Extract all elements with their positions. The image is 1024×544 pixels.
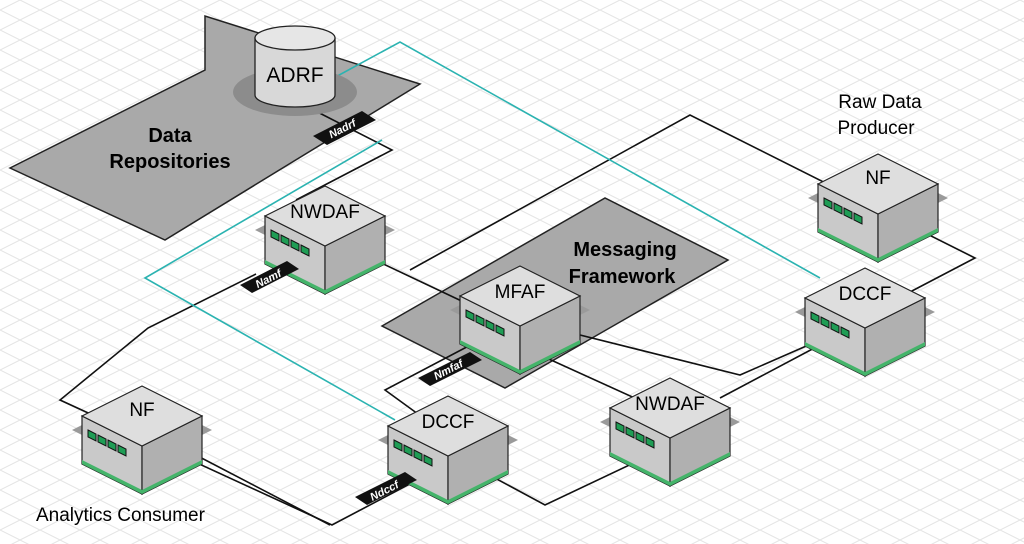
dccf-bottom-node[interactable]: DCCF <box>377 395 519 505</box>
link-nwdaf-bottom-dccf-right <box>719 344 821 399</box>
adrf-label: ADRF <box>266 64 323 87</box>
link-nwdaf-dccf-bottom <box>58 273 441 526</box>
messaging-framework-label-1: Messaging <box>573 239 676 261</box>
link-adrf-nwdaf <box>289 97 394 201</box>
data-repositories-label-1: Data <box>148 125 192 147</box>
raw-data-producer-caption-2: Producer <box>837 118 915 139</box>
dccf-right-node[interactable]: DCCF <box>794 267 936 377</box>
nf-consumer-node[interactable]: NF <box>71 385 213 495</box>
dccf-bottom-label: DCCF <box>422 412 475 433</box>
nf-producer-node[interactable]: NF <box>807 153 949 263</box>
raw-data-producer-caption-1: Raw Data <box>838 92 922 113</box>
link-nf-consumer <box>189 451 331 526</box>
nf-producer-label: NF <box>865 168 890 189</box>
data-repositories-label-2: Repositories <box>109 151 230 173</box>
adrf-database: ADRF <box>233 25 357 116</box>
nwdaf-top-node[interactable]: NWDAF <box>254 185 396 295</box>
link-nwdaf-mfaf <box>374 259 471 306</box>
link-teal <box>329 41 821 279</box>
mfaf-node[interactable]: MFAF <box>449 265 591 375</box>
nf-consumer-label: NF <box>129 400 154 421</box>
nwdaf-top-label: NWDAF <box>290 202 360 223</box>
analytics-consumer-caption: Analytics Consumer <box>36 505 206 526</box>
nwdaf-bottom-label: NWDAF <box>635 394 705 415</box>
mfaf-label: MFAF <box>495 282 546 303</box>
dccf-right-label: DCCF <box>839 284 892 305</box>
link-mfaf-dccf-right <box>559 329 821 376</box>
messaging-framework-label-2: Framework <box>569 266 677 288</box>
nwdaf-bottom-node[interactable]: NWDAF <box>599 377 741 487</box>
link-dccf-bottom-nwdaf-bottom <box>479 459 641 506</box>
link-teal-2 <box>143 139 396 421</box>
